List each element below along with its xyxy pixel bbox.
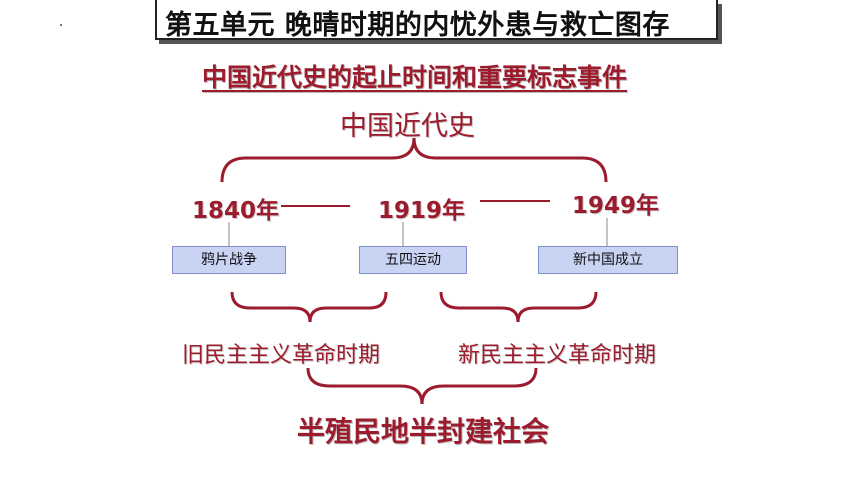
event-may-fourth: 五四运动 [359, 246, 467, 274]
slide-title: 第五单元 晚晴时期的内忧外患与救亡图存 [165, 10, 670, 41]
year-1949: 1949年 [572, 193, 660, 219]
top-brace [220, 137, 608, 183]
right-period-brace [439, 291, 598, 323]
society-label: 半殖民地半封建社会 [297, 415, 550, 448]
event-opium-war: 鸦片战争 [172, 246, 286, 274]
era-label: 中国近代史 [340, 111, 475, 142]
year-1840: 1840年 [192, 198, 280, 224]
year-1919: 1919年 [378, 198, 466, 224]
society-brace [306, 367, 538, 405]
period-old-democratic: 旧民主主义革命时期 [182, 343, 381, 368]
event-label: 鸦片战争 [201, 252, 257, 268]
slide-subtitle: 中国近代史的起止时间和重要标志事件 [202, 63, 628, 92]
period-new-democratic: 新民主主义革命时期 [458, 343, 657, 368]
event-new-china: 新中国成立 [538, 246, 678, 274]
title-box: 第五单元 晚晴时期的内忧外患与救亡图存 [155, 0, 718, 41]
corner-dot [60, 24, 62, 26]
left-period-brace [230, 291, 388, 323]
event-label: 五四运动 [385, 252, 441, 268]
event-label: 新中国成立 [573, 252, 643, 268]
